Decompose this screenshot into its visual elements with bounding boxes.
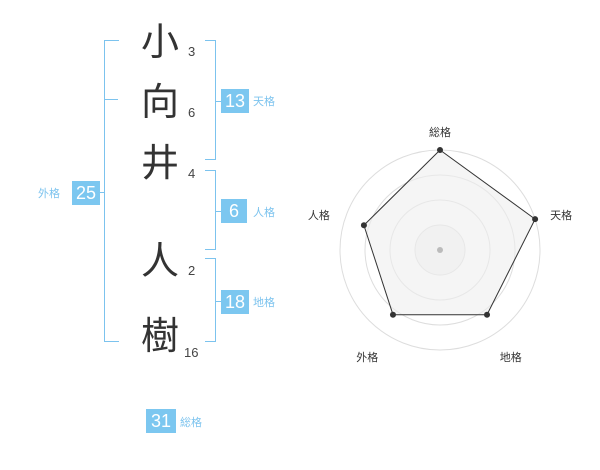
- tenkaku-value: 13: [221, 89, 249, 113]
- name-char-1: 小: [140, 20, 179, 64]
- jinkaku-value: 6: [221, 199, 247, 223]
- gaikaku-bracket: [104, 40, 119, 342]
- soukaku-value: 31: [146, 409, 176, 433]
- radar-axis-label-3: 地格: [500, 350, 522, 364]
- name-char-5: 樹: [140, 314, 179, 358]
- radar-axis-label-1: 総格: [429, 125, 451, 139]
- radar-point-3: [484, 311, 491, 318]
- chikaku-bracket: [205, 258, 216, 342]
- radar-point-1: [437, 147, 443, 153]
- radar-axis-label-4: 外格: [356, 350, 378, 364]
- stroke-count-3: 4: [188, 166, 196, 181]
- jinkaku-connector: [215, 211, 221, 212]
- radar-axis-label-5: 人格: [308, 208, 330, 222]
- name-char-3: 井: [140, 141, 179, 185]
- name-char-4: 人: [140, 239, 179, 283]
- chikaku-value: 18: [221, 290, 249, 314]
- radar-axis-label-2: 天格: [550, 208, 572, 222]
- stroke-count-2: 6: [188, 105, 196, 120]
- tenkaku-bracket: [205, 40, 216, 160]
- jinkaku-bracket: [205, 170, 216, 250]
- stroke-count-5: 16: [184, 345, 199, 360]
- radar-point-2: [532, 216, 539, 223]
- stroke-count-4: 2: [188, 263, 196, 278]
- radar-point-5: [360, 222, 367, 229]
- gaikaku-bracket-tick: [104, 99, 118, 100]
- soukaku-label: 総格: [180, 416, 202, 429]
- tenkaku-label: 天格: [253, 95, 275, 108]
- gaikaku-value: 25: [72, 181, 100, 205]
- stroke-count-1: 3: [188, 44, 196, 59]
- gaikaku-label: 外格: [38, 187, 60, 200]
- chikaku-label: 地格: [253, 296, 275, 309]
- tenkaku-connector: [215, 101, 221, 102]
- jinkaku-label: 人格: [253, 206, 275, 219]
- radar-center-dot: [437, 247, 443, 253]
- radar-series-polygon: [363, 149, 536, 316]
- name-char-2: 向: [140, 80, 179, 124]
- chikaku-connector: [215, 301, 221, 302]
- radar-point-4: [389, 311, 396, 318]
